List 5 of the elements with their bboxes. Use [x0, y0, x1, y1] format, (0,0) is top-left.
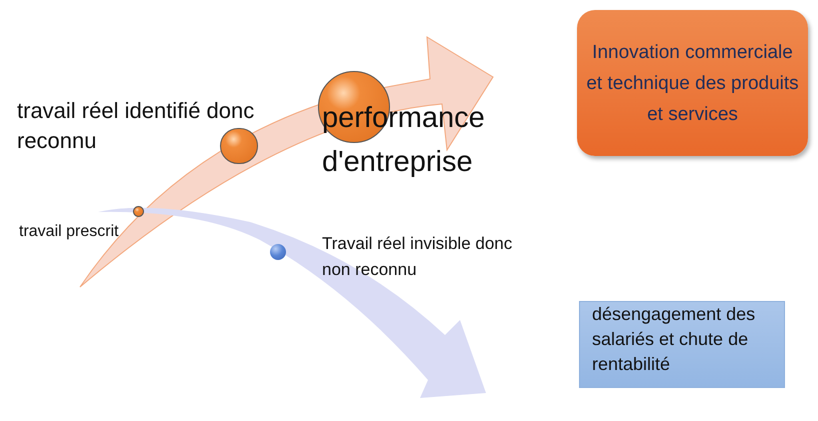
rounded-box: Innovation commerciale et technique des produits et services — [577, 10, 808, 156]
text-box: désengagement des salariés et chute de rentabilité — [579, 301, 785, 388]
node-caption: travail prescrit — [19, 222, 120, 242]
node-caption: Travail réel invisible donc non reconnu — [322, 233, 514, 281]
node-caption: travail réel identifié donc reconnu — [17, 97, 256, 155]
